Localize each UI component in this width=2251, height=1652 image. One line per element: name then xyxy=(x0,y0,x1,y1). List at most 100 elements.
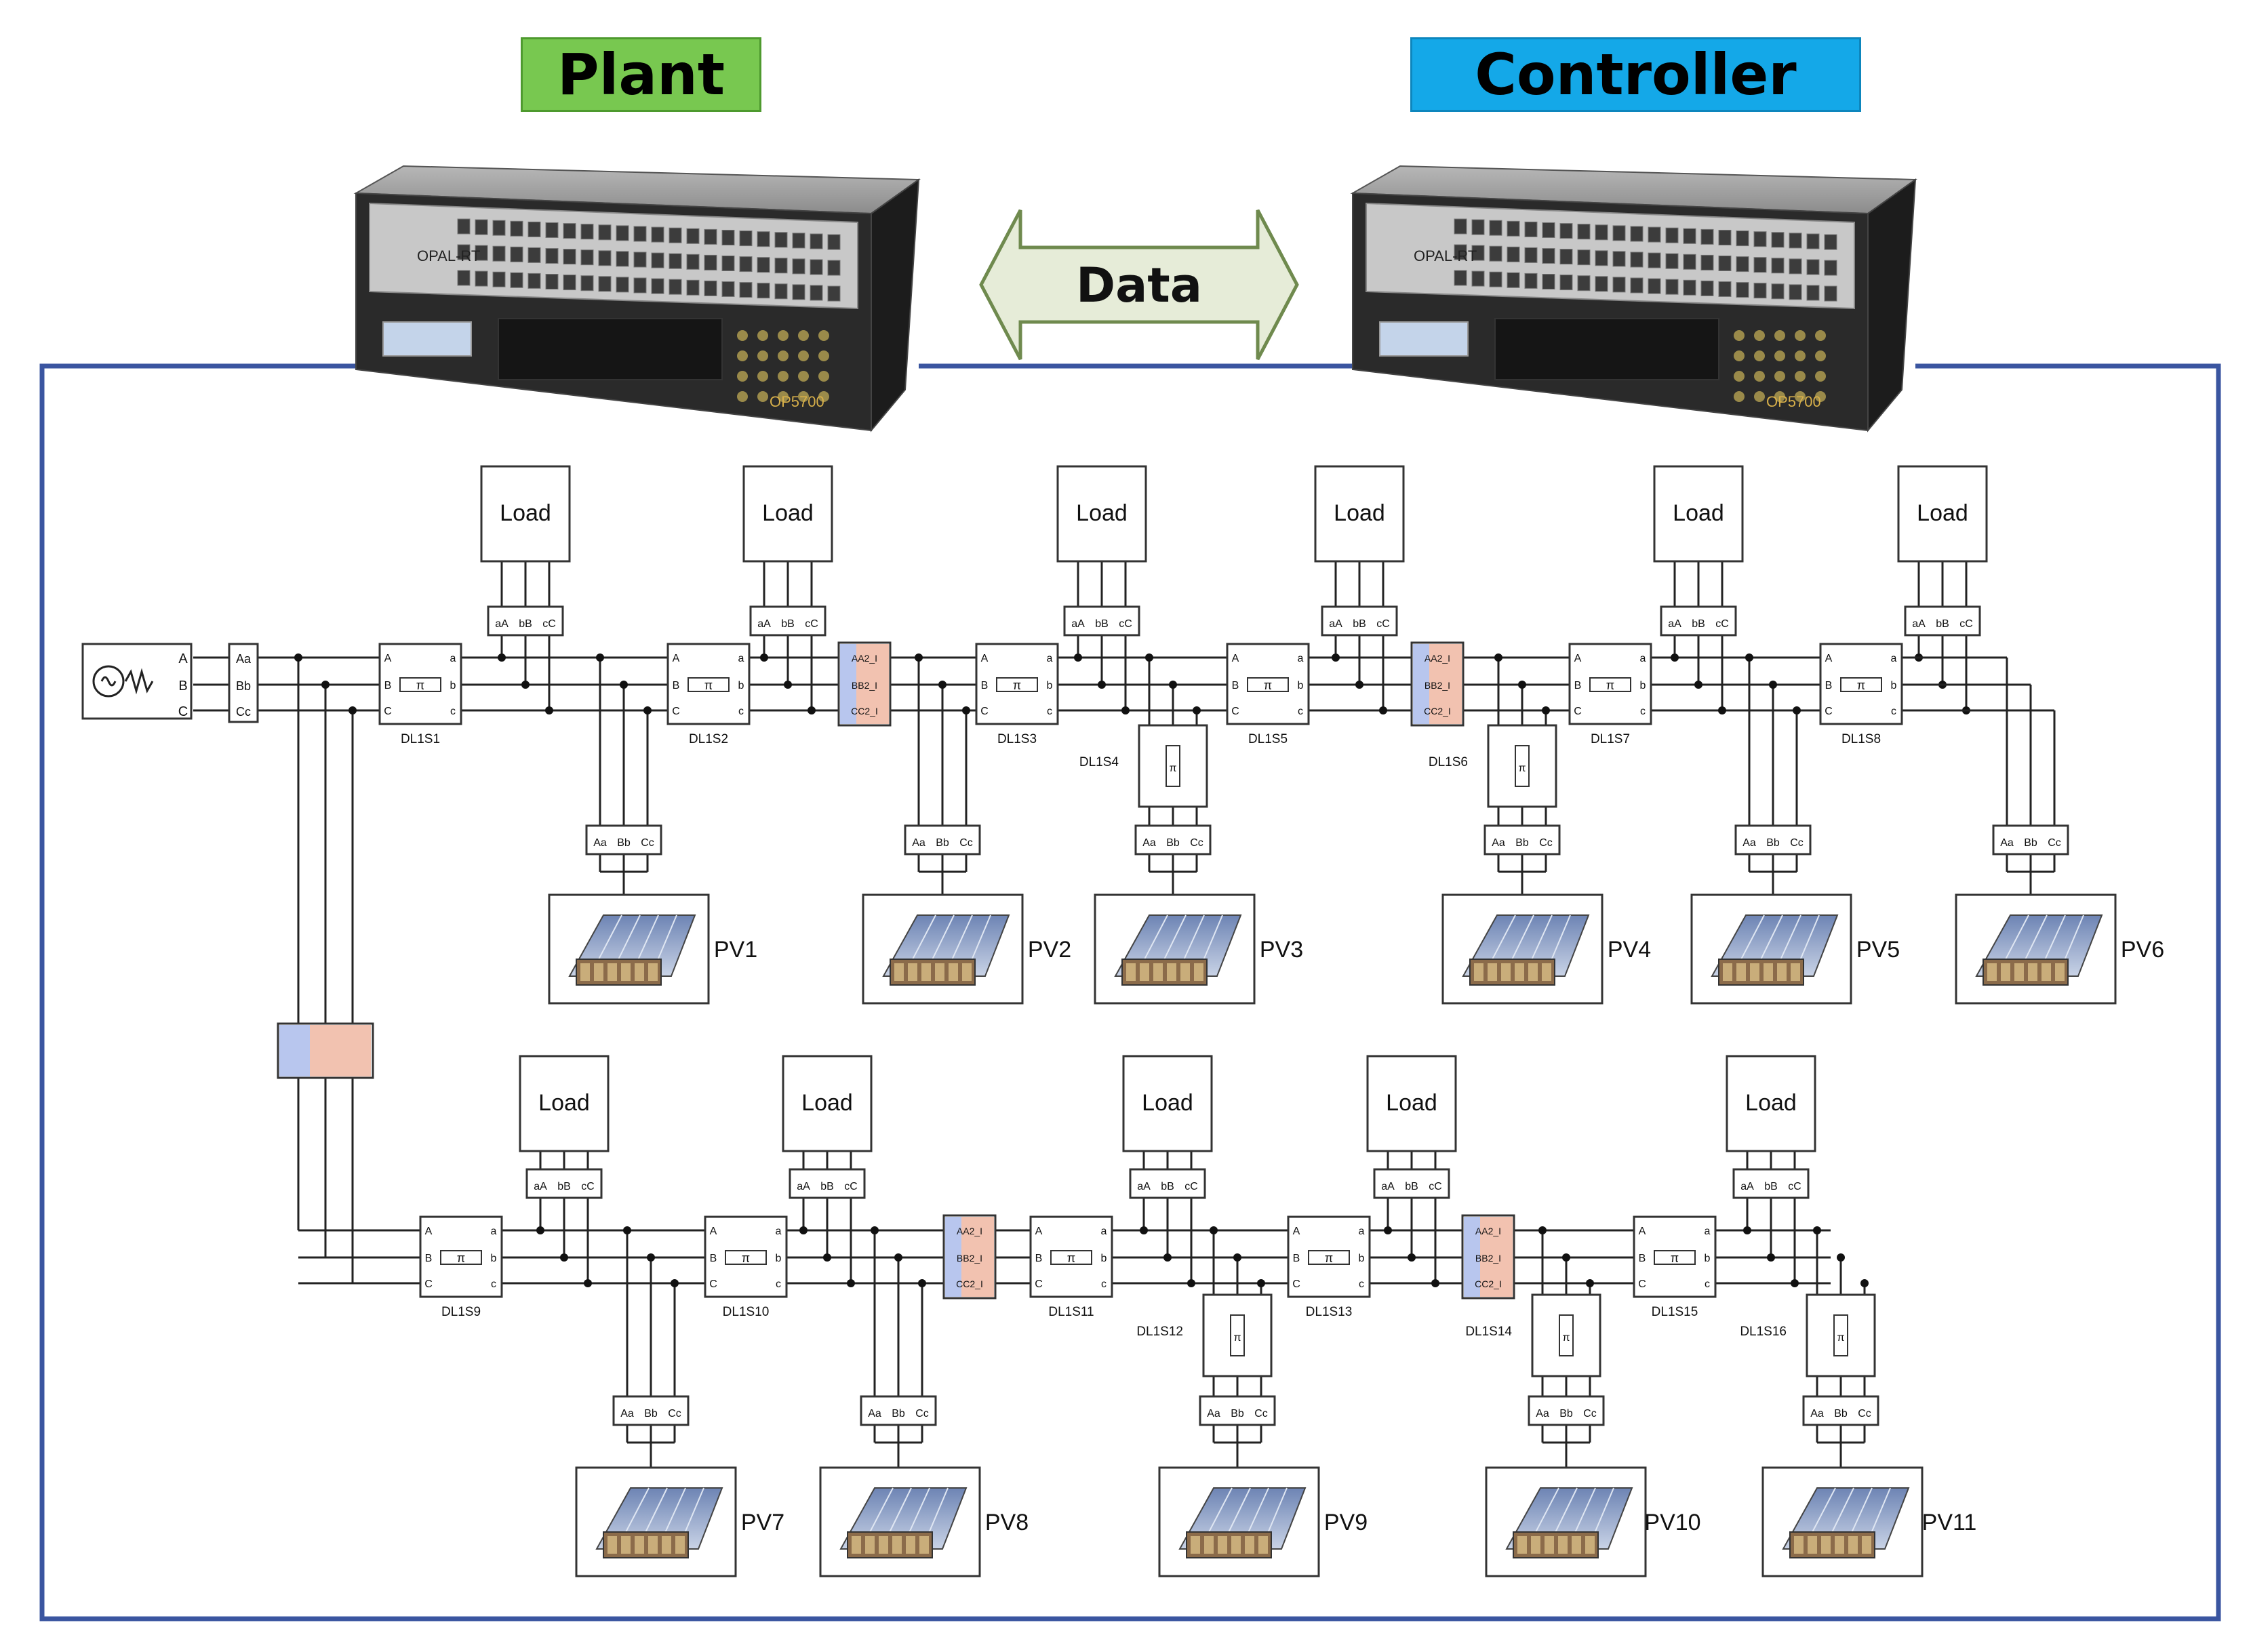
rack-connector xyxy=(737,330,748,341)
rack-port xyxy=(475,270,488,287)
section-label-s13: DL1S13 xyxy=(1306,1305,1353,1319)
load-2-label: Load xyxy=(762,500,814,526)
section-port-A: A xyxy=(1574,653,1582,664)
rack-connector xyxy=(1815,391,1826,402)
section-port-A: A xyxy=(1293,1226,1300,1237)
meas-port-cC: cC xyxy=(805,618,818,630)
meas-port-cC: cC xyxy=(1376,618,1390,630)
rack-port xyxy=(1471,245,1485,261)
pv-module xyxy=(621,1536,631,1554)
pv-module xyxy=(621,963,631,981)
section-port-b: b xyxy=(1891,680,1897,691)
rack-port xyxy=(1736,256,1749,273)
rack-port xyxy=(1577,249,1591,266)
rack-port xyxy=(1648,226,1661,243)
pv-module xyxy=(1558,1536,1568,1554)
junction-dot xyxy=(1140,1226,1148,1234)
rack-port xyxy=(1559,275,1573,291)
rack-connector xyxy=(1795,371,1806,382)
rack-port xyxy=(1683,279,1696,296)
rack-port xyxy=(1524,273,1538,289)
rack-port xyxy=(774,258,788,274)
section-port-a: a xyxy=(1298,653,1304,664)
pv-module xyxy=(892,1536,902,1554)
pv-module xyxy=(1777,963,1787,981)
section-port-c: c xyxy=(1359,1278,1364,1290)
rack-display xyxy=(382,321,472,357)
rack-port xyxy=(633,226,647,242)
pi-element xyxy=(725,1250,767,1265)
rack-port xyxy=(1471,219,1485,235)
pv-inverter-icon xyxy=(1186,1531,1272,1558)
rack-port xyxy=(563,249,576,265)
junction-dot xyxy=(1767,1253,1775,1262)
rack-port xyxy=(1648,278,1661,294)
meas-port-aA: aA xyxy=(534,1181,547,1192)
section-port-b: b xyxy=(1298,680,1304,691)
section-port-B: B xyxy=(425,1253,433,1264)
pi-element xyxy=(440,1250,482,1265)
rack-port xyxy=(1648,252,1661,268)
load-6 xyxy=(1897,465,1988,563)
rack-connector xyxy=(1815,371,1826,382)
junction-dot xyxy=(584,1279,592,1287)
load-10 xyxy=(1366,1055,1457,1152)
meas-port-Aa: Aa xyxy=(868,1408,881,1419)
pi-element xyxy=(1559,1314,1574,1356)
pv-inverter-icon xyxy=(847,1531,933,1558)
junction-dot xyxy=(1718,706,1726,714)
section-port-b: b xyxy=(1640,680,1646,691)
pv-inverter-icon xyxy=(1718,959,1804,986)
meas-port-Cc: Cc xyxy=(1539,837,1553,849)
junction-dot xyxy=(1233,1253,1241,1262)
pv-inverter-icon xyxy=(1513,1531,1599,1558)
meas-port-bB: bB xyxy=(1936,618,1949,630)
pv-inverter-icon xyxy=(603,1531,689,1558)
pv-module xyxy=(1245,1536,1254,1554)
rack-port xyxy=(633,277,647,294)
section-port-B: B xyxy=(673,680,680,691)
rack-port xyxy=(1507,220,1520,237)
junction-dot xyxy=(1332,653,1340,662)
load-8 xyxy=(782,1055,873,1152)
coupler-band-b xyxy=(961,1217,978,1297)
pi-element xyxy=(1050,1250,1092,1265)
pi-element xyxy=(688,677,730,692)
rack-connector xyxy=(818,330,829,341)
junction-dot xyxy=(1169,681,1177,689)
meas-port-Aa: Aa xyxy=(1536,1408,1549,1419)
junction-dot xyxy=(1384,1226,1392,1234)
pv-module xyxy=(1821,1536,1831,1554)
section-port-A: A xyxy=(981,653,989,664)
rack-port xyxy=(598,224,612,241)
section-port-B: B xyxy=(1825,680,1833,691)
meas-port-bB: bB xyxy=(1764,1181,1778,1192)
junction-dot xyxy=(647,1253,655,1262)
pv-module xyxy=(1218,1536,1227,1554)
junction-dot xyxy=(1743,1226,1751,1234)
meas-port-Bb: Bb xyxy=(1834,1408,1848,1419)
rack-connector xyxy=(1795,330,1806,341)
junction-dot xyxy=(938,681,947,689)
meas-port-bB: bB xyxy=(1405,1181,1418,1192)
source-icon xyxy=(92,665,125,698)
coupler-band-b xyxy=(1429,644,1446,724)
section-port-a: a xyxy=(1891,653,1897,664)
pv-label-pv11: PV11 xyxy=(1922,1510,1977,1535)
section-port-b: b xyxy=(491,1253,497,1264)
rack-port xyxy=(827,234,841,250)
rack-io-panel xyxy=(1366,202,1855,310)
rack-port xyxy=(1595,224,1608,241)
load-4 xyxy=(1314,465,1405,563)
pi-symbol: π xyxy=(457,1251,465,1265)
rack-port xyxy=(457,244,471,260)
rack-port xyxy=(792,284,805,300)
pi-symbol: π xyxy=(416,679,424,692)
junction-dot xyxy=(294,653,302,662)
pv-module xyxy=(1808,1536,1817,1554)
pv-module xyxy=(2014,963,2024,981)
load-11 xyxy=(1726,1055,1816,1152)
rack-port xyxy=(704,228,717,245)
section-port-B: B xyxy=(1232,680,1239,691)
rack-port xyxy=(1700,280,1714,296)
